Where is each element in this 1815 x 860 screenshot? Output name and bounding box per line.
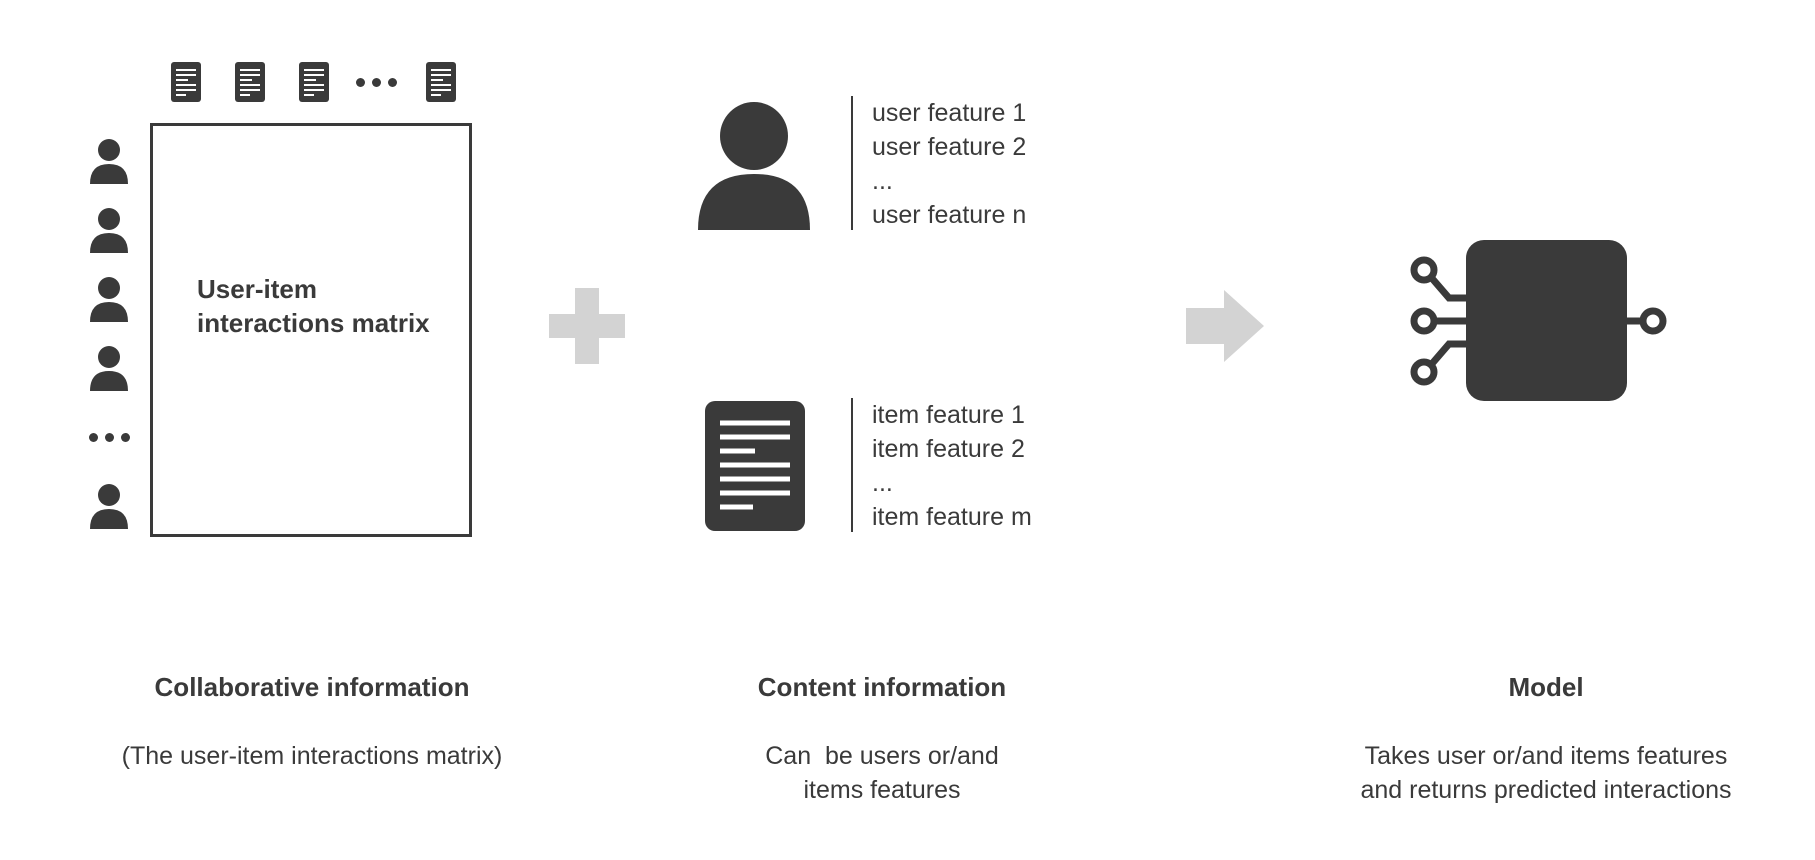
collaborative-description: (The user-item interactions matrix)	[121, 742, 503, 770]
matrix-label: User-item interactions matrix	[197, 274, 430, 338]
model-description-line: and returns predicted interactions	[1360, 776, 1732, 804]
user-feature-item: user feature 2	[872, 133, 1027, 161]
user-feature-person-icon	[698, 102, 810, 230]
item-feature-item: item feature m	[872, 503, 1032, 531]
document-icon	[171, 62, 201, 102]
model-title: Model	[1508, 672, 1584, 702]
user-feature-list: user feature 1 user feature 2 ... user f…	[851, 96, 1026, 230]
chip-icon	[1410, 240, 1667, 401]
document-icon	[235, 62, 265, 102]
content-description: Can be users or/and items features	[632, 739, 1132, 807]
item-feature-list: item feature 1 item feature 2 ... item f…	[851, 398, 1032, 532]
model-description-line: Takes user or/and items features	[1364, 742, 1728, 770]
person-icon	[90, 277, 128, 322]
item-feature-item: item feature 1	[872, 401, 1025, 429]
person-icon	[90, 346, 128, 391]
person-icon	[90, 208, 128, 253]
content-description-line: Can be users or/and	[765, 742, 999, 770]
arrow-right-icon	[1186, 290, 1264, 362]
document-icon	[299, 62, 329, 102]
user-feature-item: user feature 1	[872, 99, 1027, 127]
content-title: Content information	[757, 672, 1007, 702]
user-feature-item: ...	[872, 167, 893, 195]
person-icon	[90, 139, 128, 184]
person-icon	[90, 484, 128, 529]
item-feature-item: item feature 2	[872, 435, 1025, 463]
content-description-line: items features	[803, 776, 961, 804]
document-icon	[426, 62, 456, 102]
model-description: Takes user or/and items features and ret…	[1296, 739, 1796, 807]
plus-icon	[549, 288, 625, 364]
user-feature-item: user feature n	[872, 201, 1027, 229]
item-feature-document-icon	[705, 401, 805, 531]
interactions-matrix	[150, 123, 472, 537]
collaborative-title: Collaborative information	[154, 672, 470, 702]
item-feature-item: ...	[872, 469, 893, 497]
ellipsis-icon	[89, 433, 130, 442]
ellipsis-icon	[356, 78, 397, 87]
